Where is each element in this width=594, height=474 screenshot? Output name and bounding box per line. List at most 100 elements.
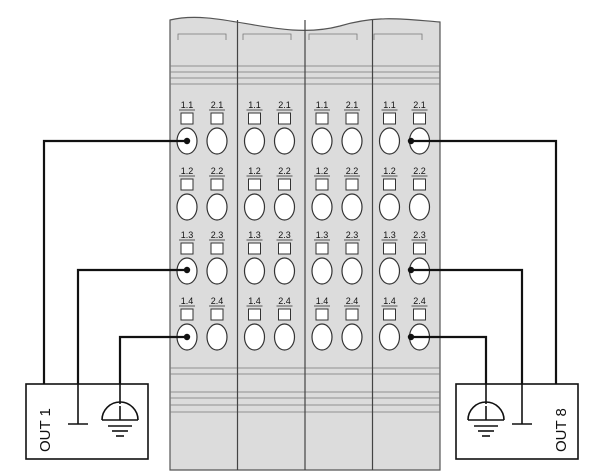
terminal-indicator <box>278 308 291 321</box>
terminal-label: 1.1 <box>383 100 396 110</box>
terminal-screw <box>206 323 228 351</box>
junction-dot <box>407 266 415 274</box>
terminal-indicator <box>315 112 329 125</box>
terminal-screw <box>311 257 333 285</box>
terminal-label: 1.4 <box>248 296 261 306</box>
terminal-label: 2.3 <box>346 230 359 240</box>
device-label-out-8: OUT 8 <box>553 408 570 452</box>
junction-dot <box>407 333 415 341</box>
terminal-indicator <box>315 178 329 191</box>
terminal-screw <box>273 323 296 351</box>
terminal-screw <box>273 127 296 155</box>
terminal-indicator <box>413 112 426 125</box>
terminal-label: 2.2 <box>278 166 291 176</box>
terminal-label: 1.2 <box>181 166 194 176</box>
terminal-screw <box>206 127 228 155</box>
terminal-label: 1.3 <box>181 230 194 240</box>
terminal-label: 2.1 <box>211 100 224 110</box>
terminal-label: 1.2 <box>383 166 396 176</box>
terminal-screw <box>378 193 401 221</box>
ground-icon <box>68 384 88 425</box>
terminal-screw <box>378 257 401 285</box>
wires <box>42 139 558 384</box>
terminal-indicator <box>383 112 396 125</box>
terminal-indicator <box>383 178 396 191</box>
terminal-screw <box>206 193 228 221</box>
terminal-label: 1.2 <box>248 166 261 176</box>
device-out-1: OUT 1 <box>25 383 149 460</box>
terminal-label: 2.2 <box>346 166 359 176</box>
wire-left-shield <box>118 335 186 384</box>
terminal-indicator <box>210 178 224 191</box>
terminal-label: 1.3 <box>383 230 396 240</box>
terminal-indicator <box>345 178 359 191</box>
terminal-indicator <box>413 178 426 191</box>
terminal-screw <box>273 193 296 221</box>
terminal-label: 2.1 <box>413 100 426 110</box>
terminal-screw <box>341 193 363 221</box>
terminal-screw <box>378 127 401 155</box>
terminal-indicator <box>383 242 396 255</box>
terminal-indicator <box>210 242 224 255</box>
terminal-label: 1.4 <box>181 296 194 306</box>
terminal-label: 2.2 <box>413 166 426 176</box>
device-box <box>25 383 149 460</box>
wire-junctions <box>183 137 415 341</box>
terminal-indicator <box>180 178 194 191</box>
device-box <box>455 383 579 460</box>
terminal-screw <box>311 127 333 155</box>
terminal-indicator <box>278 242 291 255</box>
terminal-screw <box>273 257 296 285</box>
terminal-indicator <box>180 308 194 321</box>
terminal-screw <box>206 257 228 285</box>
terminal-indicator <box>210 112 224 125</box>
terminal-label: 2.1 <box>346 100 359 110</box>
junction-dot <box>183 333 191 341</box>
terminal-screw <box>243 193 266 221</box>
device-out-8: OUT 8 <box>455 383 579 460</box>
terminal-screw <box>341 127 363 155</box>
terminal-screw <box>243 127 266 155</box>
wire-left-ground <box>76 268 186 384</box>
junction-dot <box>183 137 191 145</box>
terminal-screw <box>311 193 333 221</box>
terminal-label: 2.4 <box>211 296 224 306</box>
terminal-indicator <box>383 308 396 321</box>
junction-dot <box>183 266 191 274</box>
terminal-block: 1.1 2.1 1.2 2.2 1.3 2.3 1.4 2.4 1.1 2.1 1.2 2.2 1.3 2… <box>169 16 441 471</box>
terminal-label: 2.1 <box>278 100 291 110</box>
module-dividers <box>236 20 374 470</box>
terminal-indicator <box>278 178 291 191</box>
terminal-screw <box>243 323 266 351</box>
shield-ground-icon <box>467 384 505 437</box>
terminal-label: 1.1 <box>181 100 194 110</box>
terminal-label: 1.2 <box>316 166 329 176</box>
terminal-indicator <box>345 308 359 321</box>
wire-left-signal <box>42 139 186 384</box>
wire-right-ground <box>412 268 524 384</box>
terminal-label: 1.3 <box>248 230 261 240</box>
terminal-indicator <box>248 178 261 191</box>
terminal-screw <box>311 323 333 351</box>
terminal-indicator <box>248 308 261 321</box>
terminal-screw <box>378 323 401 351</box>
terminal-label: 2.4 <box>346 296 359 306</box>
terminal-indicator <box>180 112 194 125</box>
terminal-indicator <box>413 242 426 255</box>
terminal-screw <box>341 323 363 351</box>
terminal-label: 2.4 <box>278 296 291 306</box>
wire-right-signal <box>412 139 558 384</box>
terminal-indicator <box>278 112 291 125</box>
terminal-label: 2.3 <box>278 230 291 240</box>
terminal-label: 2.3 <box>413 230 426 240</box>
ground-icon <box>512 384 532 425</box>
wire-right-shield <box>412 335 488 384</box>
terminal-indicator <box>345 242 359 255</box>
terminal-indicator <box>413 308 426 321</box>
terminal-label: 2.3 <box>211 230 224 240</box>
terminal-indicator <box>345 112 359 125</box>
junction-dot <box>407 137 415 145</box>
terminal-indicator <box>180 242 194 255</box>
terminal-indicator <box>315 242 329 255</box>
